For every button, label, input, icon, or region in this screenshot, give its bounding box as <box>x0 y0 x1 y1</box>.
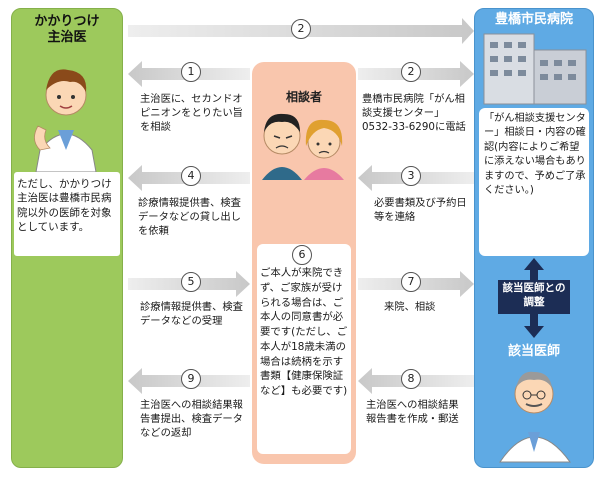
family-doctor-title: かかりつけ 主治医 <box>34 14 100 46</box>
hospital-note: 「がん相談支援センター」相談日・内容の確認(内容によりご希望に添えない場合もあり… <box>484 113 586 197</box>
step-4-text: 診療情報提供書、検査データなどの貸し出しを依頼 <box>138 197 241 238</box>
step-2-text: 豊橋市民病院「がん相談支援センター」0532-33-6290に電話 <box>362 93 466 134</box>
hospital-building-illustration <box>483 33 587 105</box>
family-doctor-illustration <box>34 69 97 173</box>
step-1-text: 主治医に、セカンドオピニオンをとりたい旨を相談 <box>140 93 243 134</box>
hospital-title: 豊橋市民病院 <box>494 12 573 27</box>
step-5-text: 診療情報提供書、検査データなどの受理 <box>140 301 243 328</box>
step-2-top-number: 2 <box>291 19 311 39</box>
coordination-label: 該当医師との調整 <box>498 280 570 314</box>
specialist-doctor-title: 該当医師 <box>507 344 560 359</box>
consent-note-box <box>257 244 351 454</box>
family-doctor-note: ただし、かかりつけ主治医は豊橋市民病院以外の医師を対象としています。 <box>17 177 119 235</box>
consultants-illustration <box>262 113 344 180</box>
step-8-number: 8 <box>401 369 421 389</box>
step-2-number: 2 <box>401 62 421 82</box>
step-3-number: 3 <box>401 166 421 186</box>
consultant-title: 相談者 <box>285 90 322 104</box>
consent-note: ご本人が来院できず、ご家族が受けられる場合は、ご本人の同意書が必要です(ただし、… <box>260 267 348 398</box>
step-1-number: 1 <box>181 62 201 82</box>
step-9-number: 9 <box>181 369 201 389</box>
step-9-text: 主治医への相談結果報告書提出、検査データなどの返却 <box>140 399 243 440</box>
step-6-number: 6 <box>292 245 312 265</box>
hospital-note-box <box>479 108 589 256</box>
step-5-number: 5 <box>181 272 201 292</box>
step-8-text: 主治医への相談結果報告書を作成・郵送 <box>366 399 459 426</box>
step-7-text: 来院、相談 <box>384 301 436 313</box>
specialist-doctor-illustration <box>499 371 571 463</box>
step-3-text: 必要書類及び予約日等を連絡 <box>374 197 467 224</box>
step-7-number: 7 <box>401 272 421 292</box>
step-4-number: 4 <box>181 166 201 186</box>
